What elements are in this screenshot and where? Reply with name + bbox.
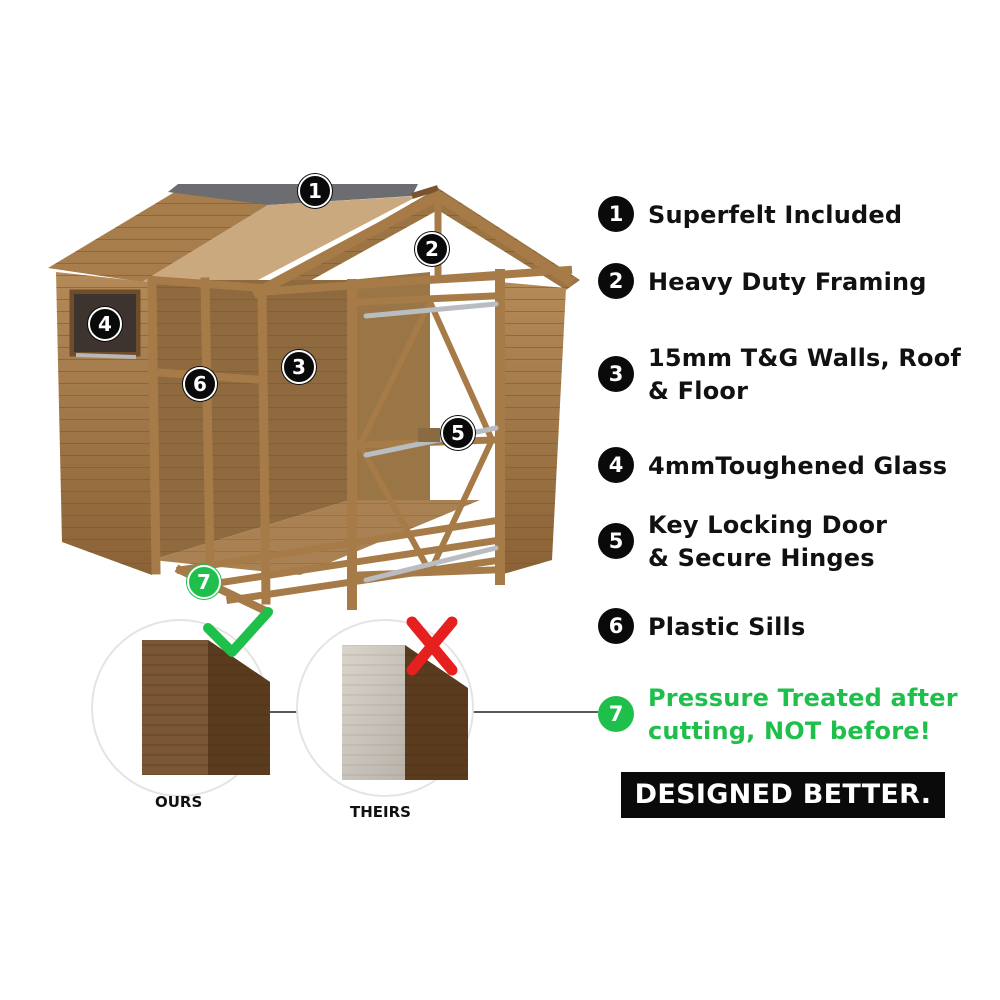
- feature-number: 5: [598, 523, 634, 559]
- window-sill: [75, 353, 137, 359]
- feature-item-5: 5 Key Locking Door & Secure Hinges: [598, 509, 887, 575]
- marker-4: 4: [88, 307, 122, 341]
- feature-item-6: 6 Plastic Sills: [598, 608, 806, 644]
- feature-item-7: 7 Pressure Treated after cutting, NOT be…: [598, 682, 958, 748]
- feature-number: 2: [598, 263, 634, 299]
- ours-caption: OURS: [155, 793, 203, 811]
- theirs-caption: THEIRS: [350, 803, 411, 821]
- door-lock: [418, 428, 440, 442]
- designed-better-banner: DESIGNED BETTER.: [621, 772, 945, 818]
- feature-item-3: 3 15mm T&G Walls, Roof & Floor: [598, 342, 961, 408]
- marker-1: 1: [298, 174, 332, 208]
- feature-item-4: 4 4mmToughened Glass: [598, 447, 948, 483]
- marker-5: 5: [441, 416, 475, 450]
- marker-3: 3: [282, 350, 316, 384]
- marker-7: 7: [187, 565, 221, 599]
- feature-number: 6: [598, 608, 634, 644]
- shed-left-wall: [56, 272, 152, 575]
- feature-number: 1: [598, 196, 634, 232]
- feature-label: Superfelt Included: [648, 201, 903, 229]
- feature-label: Plastic Sills: [648, 613, 806, 641]
- ours-timber-sample: [91, 619, 270, 797]
- feature-label: Pressure Treated after cutting, NOT befo…: [648, 684, 958, 745]
- cross-icon: [406, 616, 458, 676]
- feature-number: 4: [598, 447, 634, 483]
- feature-number: 3: [598, 356, 634, 392]
- theirs-timber-sample: [296, 619, 474, 797]
- feature-label: 4mmToughened Glass: [648, 452, 948, 480]
- feature-label: 15mm T&G Walls, Roof & Floor: [648, 344, 962, 405]
- feature-label: Heavy Duty Framing: [648, 268, 927, 296]
- marker-6: 6: [183, 367, 217, 401]
- shed-right-wall: [500, 282, 566, 575]
- feature-item-2: 2 Heavy Duty Framing: [598, 263, 927, 299]
- feature-item-1: 1 Superfelt Included: [598, 196, 903, 232]
- marker-2: 2: [415, 232, 449, 266]
- feature-number: 7: [598, 696, 634, 732]
- check-icon: [203, 607, 273, 657]
- feature-label: Key Locking Door & Secure Hinges: [648, 511, 888, 572]
